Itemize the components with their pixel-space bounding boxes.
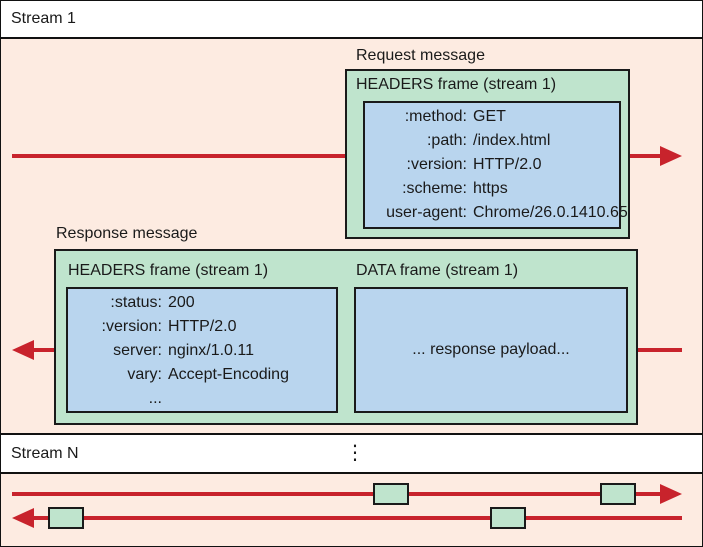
streamN-header: Stream N ⋮ (1, 435, 702, 472)
arrow-right-icon (660, 484, 682, 504)
header-field: :scheme:https (402, 180, 508, 197)
response-headers-frame-title: HEADERS frame (stream 1) (68, 262, 269, 279)
response-header-list: :status:200 :version:HTTP/2.0 server:ngi… (70, 291, 289, 411)
request-header-block: :method:GET :path:/index.html :version:H… (363, 101, 628, 229)
streamN-frame (48, 507, 84, 529)
divider (0, 433, 703, 435)
header-field: :status:200 (110, 294, 195, 311)
header-field: :method:GET (404, 108, 506, 125)
stream1-title: Stream 1 (11, 10, 76, 27)
streamN-body (1, 474, 702, 546)
arrow-right-icon (660, 146, 682, 166)
response-data-block: ... response payload... (354, 287, 628, 413)
request-message-label: Request message (356, 47, 485, 64)
response-data-frame-title: DATA frame (stream 1) (356, 262, 519, 279)
response-message-label: Response message (56, 225, 198, 242)
streamN-frame (600, 483, 636, 505)
response-frames-container: HEADERS frame (stream 1) DATA frame (str… (54, 249, 638, 425)
header-field: ... (148, 390, 162, 407)
header-field: server:nginx/1.0.11 (113, 342, 254, 359)
streamN-frame (373, 483, 409, 505)
stream1-header: Stream 1 (1, 1, 702, 37)
request-headers-frame-title: HEADERS frame (stream 1) (356, 76, 557, 93)
divider (0, 37, 703, 39)
header-field: vary:Accept-Encoding (127, 366, 289, 383)
request-header-list: :method:GET :path:/index.html :version:H… (369, 105, 628, 225)
response-header-block: :status:200 :version:HTTP/2.0 server:ngi… (66, 287, 338, 413)
header-field: :path:/index.html (426, 132, 551, 149)
header-field: user-agent:Chrome/26.0.1410.65 (386, 204, 628, 221)
streamN-frame (490, 507, 526, 529)
streamN-title: Stream N (11, 445, 79, 462)
arrow-left-icon (12, 340, 34, 360)
divider (0, 472, 703, 474)
request-headers-frame: HEADERS frame (stream 1) :method:GET :pa… (345, 69, 630, 239)
header-field: :version:HTTP/2.0 (101, 318, 237, 335)
header-field: :version:HTTP/2.0 (406, 156, 542, 173)
arrow-left-icon (12, 508, 34, 528)
vertical-ellipsis-icon: ⋮ (345, 442, 365, 464)
response-payload-text: ... response payload... (412, 341, 570, 358)
